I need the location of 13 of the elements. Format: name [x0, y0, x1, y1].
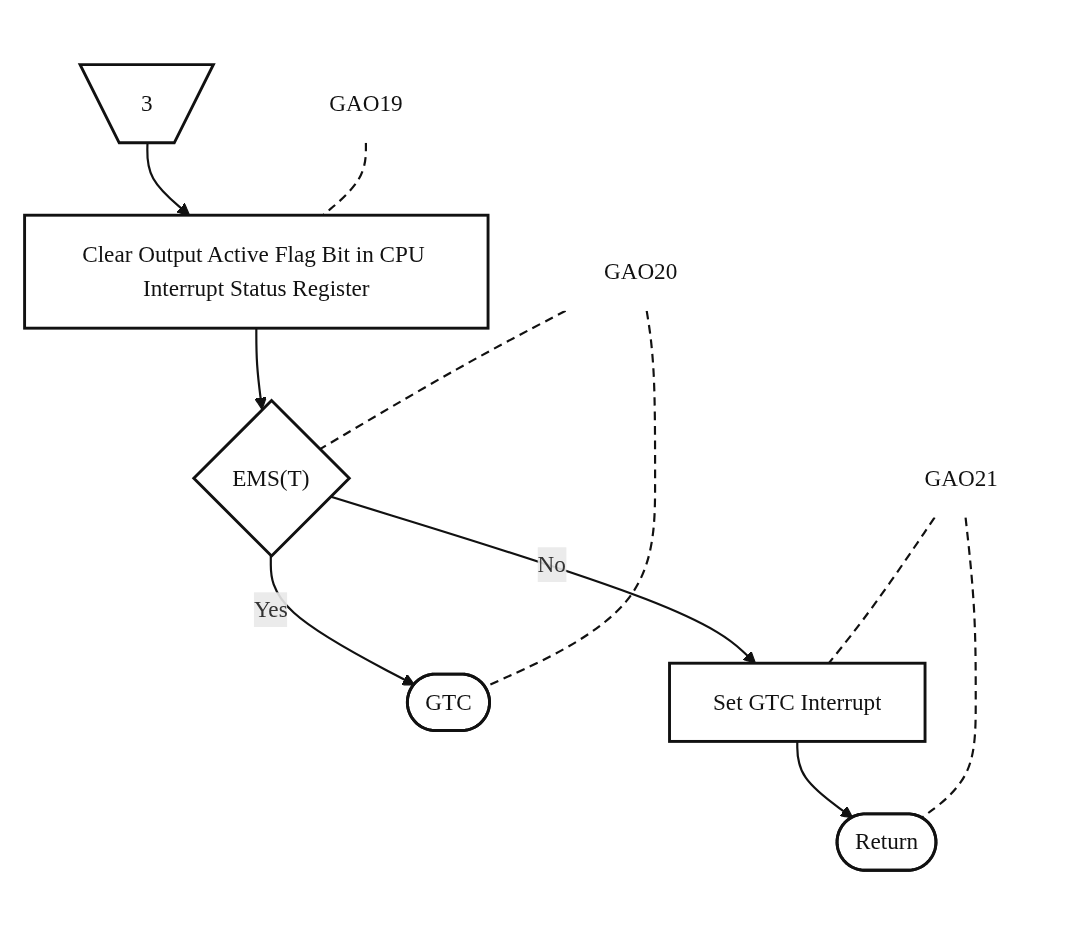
- arrow: [795, 740, 853, 818]
- arrow: [269, 555, 415, 686]
- edge-label: No: [537, 551, 566, 576]
- node-box: Clear Output Active Flag Bit in CPU Interrupt Status Register: [22, 213, 489, 330]
- node-text: GAO21: [924, 464, 998, 490]
- arrow: [253, 327, 267, 410]
- node-text: GAO20: [603, 258, 677, 283]
- node-diamond: EMS(T): [191, 398, 351, 558]
- edge-label: Yes: [253, 596, 288, 621]
- connector: [318, 309, 566, 450]
- node-box: Set GTC Interrupt: [667, 661, 926, 743]
- node-text: GAO19: [328, 90, 403, 115]
- connector: [920, 516, 977, 819]
